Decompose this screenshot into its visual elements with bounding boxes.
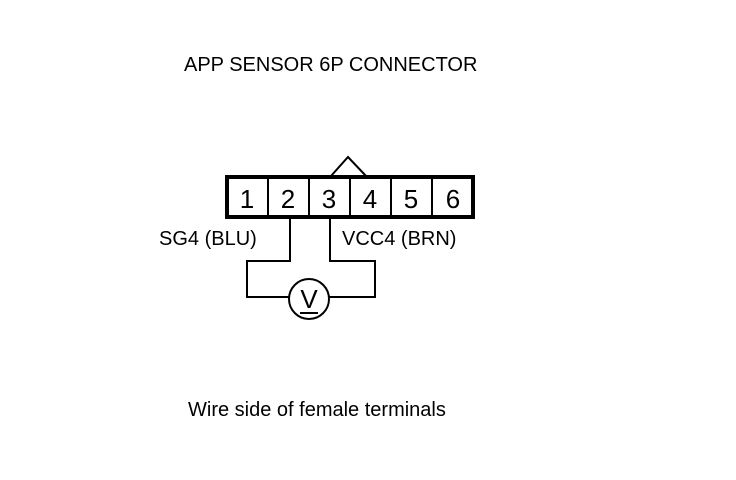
pin-dividers <box>267 179 433 215</box>
pin-6: 6 <box>446 184 460 214</box>
wire-label-sg4: SG4 (BLU) <box>159 228 257 250</box>
diagram-title: APP SENSOR 6P CONNECTOR <box>184 54 477 76</box>
voltmeter-symbol: V <box>300 284 318 314</box>
connector-lock-tab <box>330 155 367 177</box>
wire-label-vcc4: VCC4 (BRN) <box>342 228 456 250</box>
connector-body <box>225 175 475 219</box>
pin-3: 3 <box>322 184 336 214</box>
pin-5: 5 <box>404 184 418 214</box>
test-lead-right <box>329 219 376 298</box>
pin-2: 2 <box>281 184 295 214</box>
pin-numbers: 1 2 3 4 5 6 <box>240 184 460 214</box>
pin-1: 1 <box>240 184 254 214</box>
diagram-caption: Wire side of female terminals <box>188 399 446 421</box>
pin-4: 4 <box>363 184 377 214</box>
voltmeter-icon: V <box>288 278 330 320</box>
test-lead-left <box>246 219 291 298</box>
